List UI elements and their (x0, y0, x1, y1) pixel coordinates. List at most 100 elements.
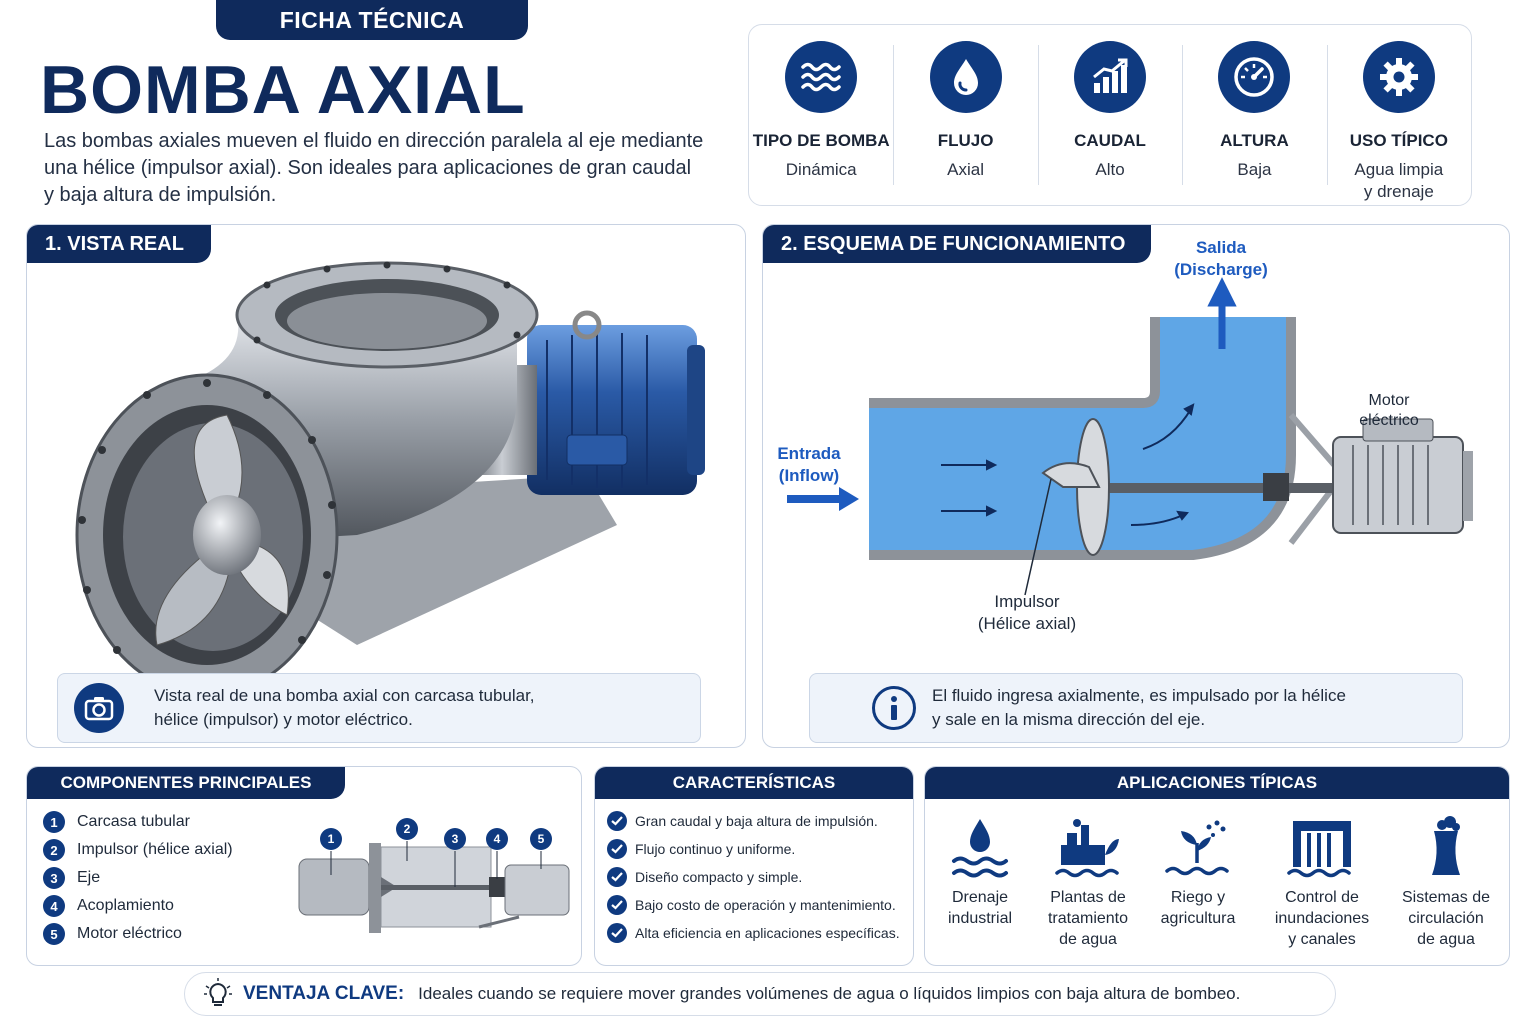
summary-item-type: TIPO DE BOMBA Dinámica (749, 25, 893, 205)
key-advantage-bar: VENTAJA CLAVE: Ideales cuando se requier… (184, 972, 1336, 1016)
application-item: Sistemas de circulación de agua (1391, 815, 1501, 950)
key-advantage-text: Ideales cuando se requiere mover grandes… (418, 984, 1241, 1003)
characteristic-label: Diseño compacto y simple. (635, 869, 803, 885)
characteristic-item: Bajo costo de operación y mantenimiento. (607, 895, 896, 915)
summary-value: Baja (1237, 160, 1272, 179)
real-view-panel: 1. VISTA REAL (26, 224, 746, 748)
summary-value: Agua limpia y drenaje (1354, 160, 1444, 201)
cooling-tower-icon (1432, 816, 1460, 875)
header-tab: FICHA TÉCNICA (216, 0, 528, 40)
summary-title: ALTURA (1220, 131, 1289, 150)
summary-value: Dinámica (785, 160, 857, 179)
outlet-label-sub: (Discharge) (1174, 260, 1268, 279)
diagram-callout: 2 (404, 822, 411, 836)
drain-icon (952, 819, 1008, 878)
schematic-panel: 2. ESQUEMA DE FUNCIONAMIENTO Salida (762, 224, 1510, 748)
component-label: Carcasa tubular (77, 813, 190, 830)
components-diagram: 1 2 3 4 5 (298, 818, 570, 933)
check-icon (607, 923, 627, 943)
summary-title: USO TÍPICO (1349, 131, 1448, 150)
motor-label-sub: eléctrico (1359, 412, 1419, 429)
lightbulb-icon (204, 978, 232, 1006)
diagram-callout: 4 (494, 832, 501, 846)
summary-item-head: ALTURA Baja (1182, 25, 1326, 205)
application-label: Control de inundaciones y canales (1274, 889, 1370, 948)
application-item: Plantas de tratamiento de agua (1033, 815, 1143, 950)
outlet-label: Salida (1196, 238, 1247, 257)
component-number: 1 (43, 811, 65, 833)
page-title: BOMBA AXIAL (40, 52, 526, 128)
components-title: COMPONENTES PRINCIPALES (27, 767, 345, 799)
components-panel: COMPONENTES PRINCIPALES 1 Carcasa tubular… (26, 766, 582, 966)
summary-item-flowrate: CAUDAL Alto (1037, 25, 1182, 205)
characteristic-item: Gran caudal y baja altura de impulsión. (607, 811, 878, 831)
water-drop-icon (929, 41, 1002, 113)
caption-line: y sale en la misma dirección del eje. (932, 710, 1206, 729)
impeller-label: Impulsor (994, 592, 1060, 611)
schematic-tab: 2. ESQUEMA DE FUNCIONAMIENTO (763, 225, 1151, 263)
waves-icon (785, 41, 858, 113)
characteristic-item: Flujo continuo y uniforme. (607, 839, 795, 859)
check-icon (607, 895, 627, 915)
real-view-caption: Vista real de una bomba axial con carcas… (57, 673, 701, 743)
intro-text: Las bombas axiales mueven el fluido en d… (44, 130, 704, 206)
application-item: Control de inundaciones y canales (1267, 815, 1377, 950)
component-item: 1 Carcasa tubular (43, 811, 190, 833)
axial-pump-illustration (75, 261, 705, 685)
check-icon (607, 839, 627, 859)
camera-icon (74, 683, 124, 733)
caption-line: Vista real de una bomba axial con carcas… (154, 686, 535, 705)
application-label: Drenaje industrial (947, 889, 1013, 927)
component-label: Eje (77, 869, 101, 886)
summary-item-use: USO TÍPICO Agua limpia y drenaje (1326, 25, 1471, 205)
impeller-label-sub: (Hélice axial) (978, 614, 1076, 633)
inlet-label-sub: (Inflow) (779, 466, 839, 485)
application-item: Drenaje industrial (925, 815, 1035, 929)
key-advantage-label: VENTAJA CLAVE: (243, 983, 405, 1004)
characteristic-label: Flujo continuo y uniforme. (635, 841, 796, 857)
component-number: 3 (43, 867, 65, 889)
summary-value: Alto (1095, 160, 1125, 179)
application-item: Riego y agricultura (1143, 815, 1253, 929)
summary-card: TIPO DE BOMBA Dinámica FLUJO Axial CAUDA… (748, 24, 1472, 206)
summary-title: FLUJO (937, 131, 994, 150)
summary-item-flow: FLUJO Axial (893, 25, 1037, 205)
gear-icon (1362, 41, 1435, 113)
applications-title: APLICACIONES TÍPICAS (925, 767, 1509, 799)
characteristic-label: Bajo costo de operación y mantenimiento. (635, 897, 896, 913)
caption-line: hélice (impulsor) y motor eléctrico. (154, 710, 413, 729)
inlet-label: Entrada (777, 444, 841, 463)
component-label: Motor eléctrico (77, 925, 182, 942)
characteristic-label: Gran caudal y baja altura de impulsión. (635, 813, 878, 829)
diagram-callout: 5 (538, 832, 545, 846)
summary-title: TIPO DE BOMBA (752, 131, 890, 150)
schematic-caption: El fluido ingresa axialmente, es impulsa… (809, 673, 1463, 743)
characteristic-label: Alta eficiencia en aplicaciones específi… (635, 925, 900, 941)
summary-title: CAUDAL (1074, 131, 1146, 150)
summary-value: Axial (947, 160, 985, 179)
irrigation-icon (1165, 820, 1229, 876)
real-view-tab: 1. VISTA REAL (27, 225, 211, 263)
application-label: Plantas de tratamiento de agua (1047, 889, 1129, 948)
motor-label: Motor (1369, 392, 1411, 409)
component-label: Impulsor (hélice axial) (77, 841, 233, 858)
bar-chart-icon (1074, 41, 1147, 113)
application-label: Riego y agricultura (1160, 889, 1236, 927)
caption-line: El fluido ingresa axialmente, es impulsa… (932, 686, 1346, 705)
component-item: 5 Motor eléctrico (43, 923, 182, 945)
characteristics-panel: CARACTERÍSTICAS Gran caudal y baja altur… (594, 766, 914, 966)
flood-control-icon (1287, 821, 1351, 878)
characteristics-title: CARACTERÍSTICAS (595, 767, 913, 799)
characteristic-item: Alta eficiencia en aplicaciones específi… (607, 923, 900, 943)
component-number: 5 (43, 923, 65, 945)
check-icon (607, 811, 627, 831)
applications-panel: APLICACIONES TÍPICAS Drenaje industrial … (924, 766, 1510, 966)
info-icon (872, 686, 916, 730)
component-item: 3 Eje (43, 867, 100, 889)
diagram-callout: 3 (452, 832, 459, 846)
treatment-plant-icon (1055, 819, 1119, 878)
application-label: Sistemas de circulación de agua (1401, 889, 1491, 948)
diagram-callout: 1 (328, 832, 335, 846)
